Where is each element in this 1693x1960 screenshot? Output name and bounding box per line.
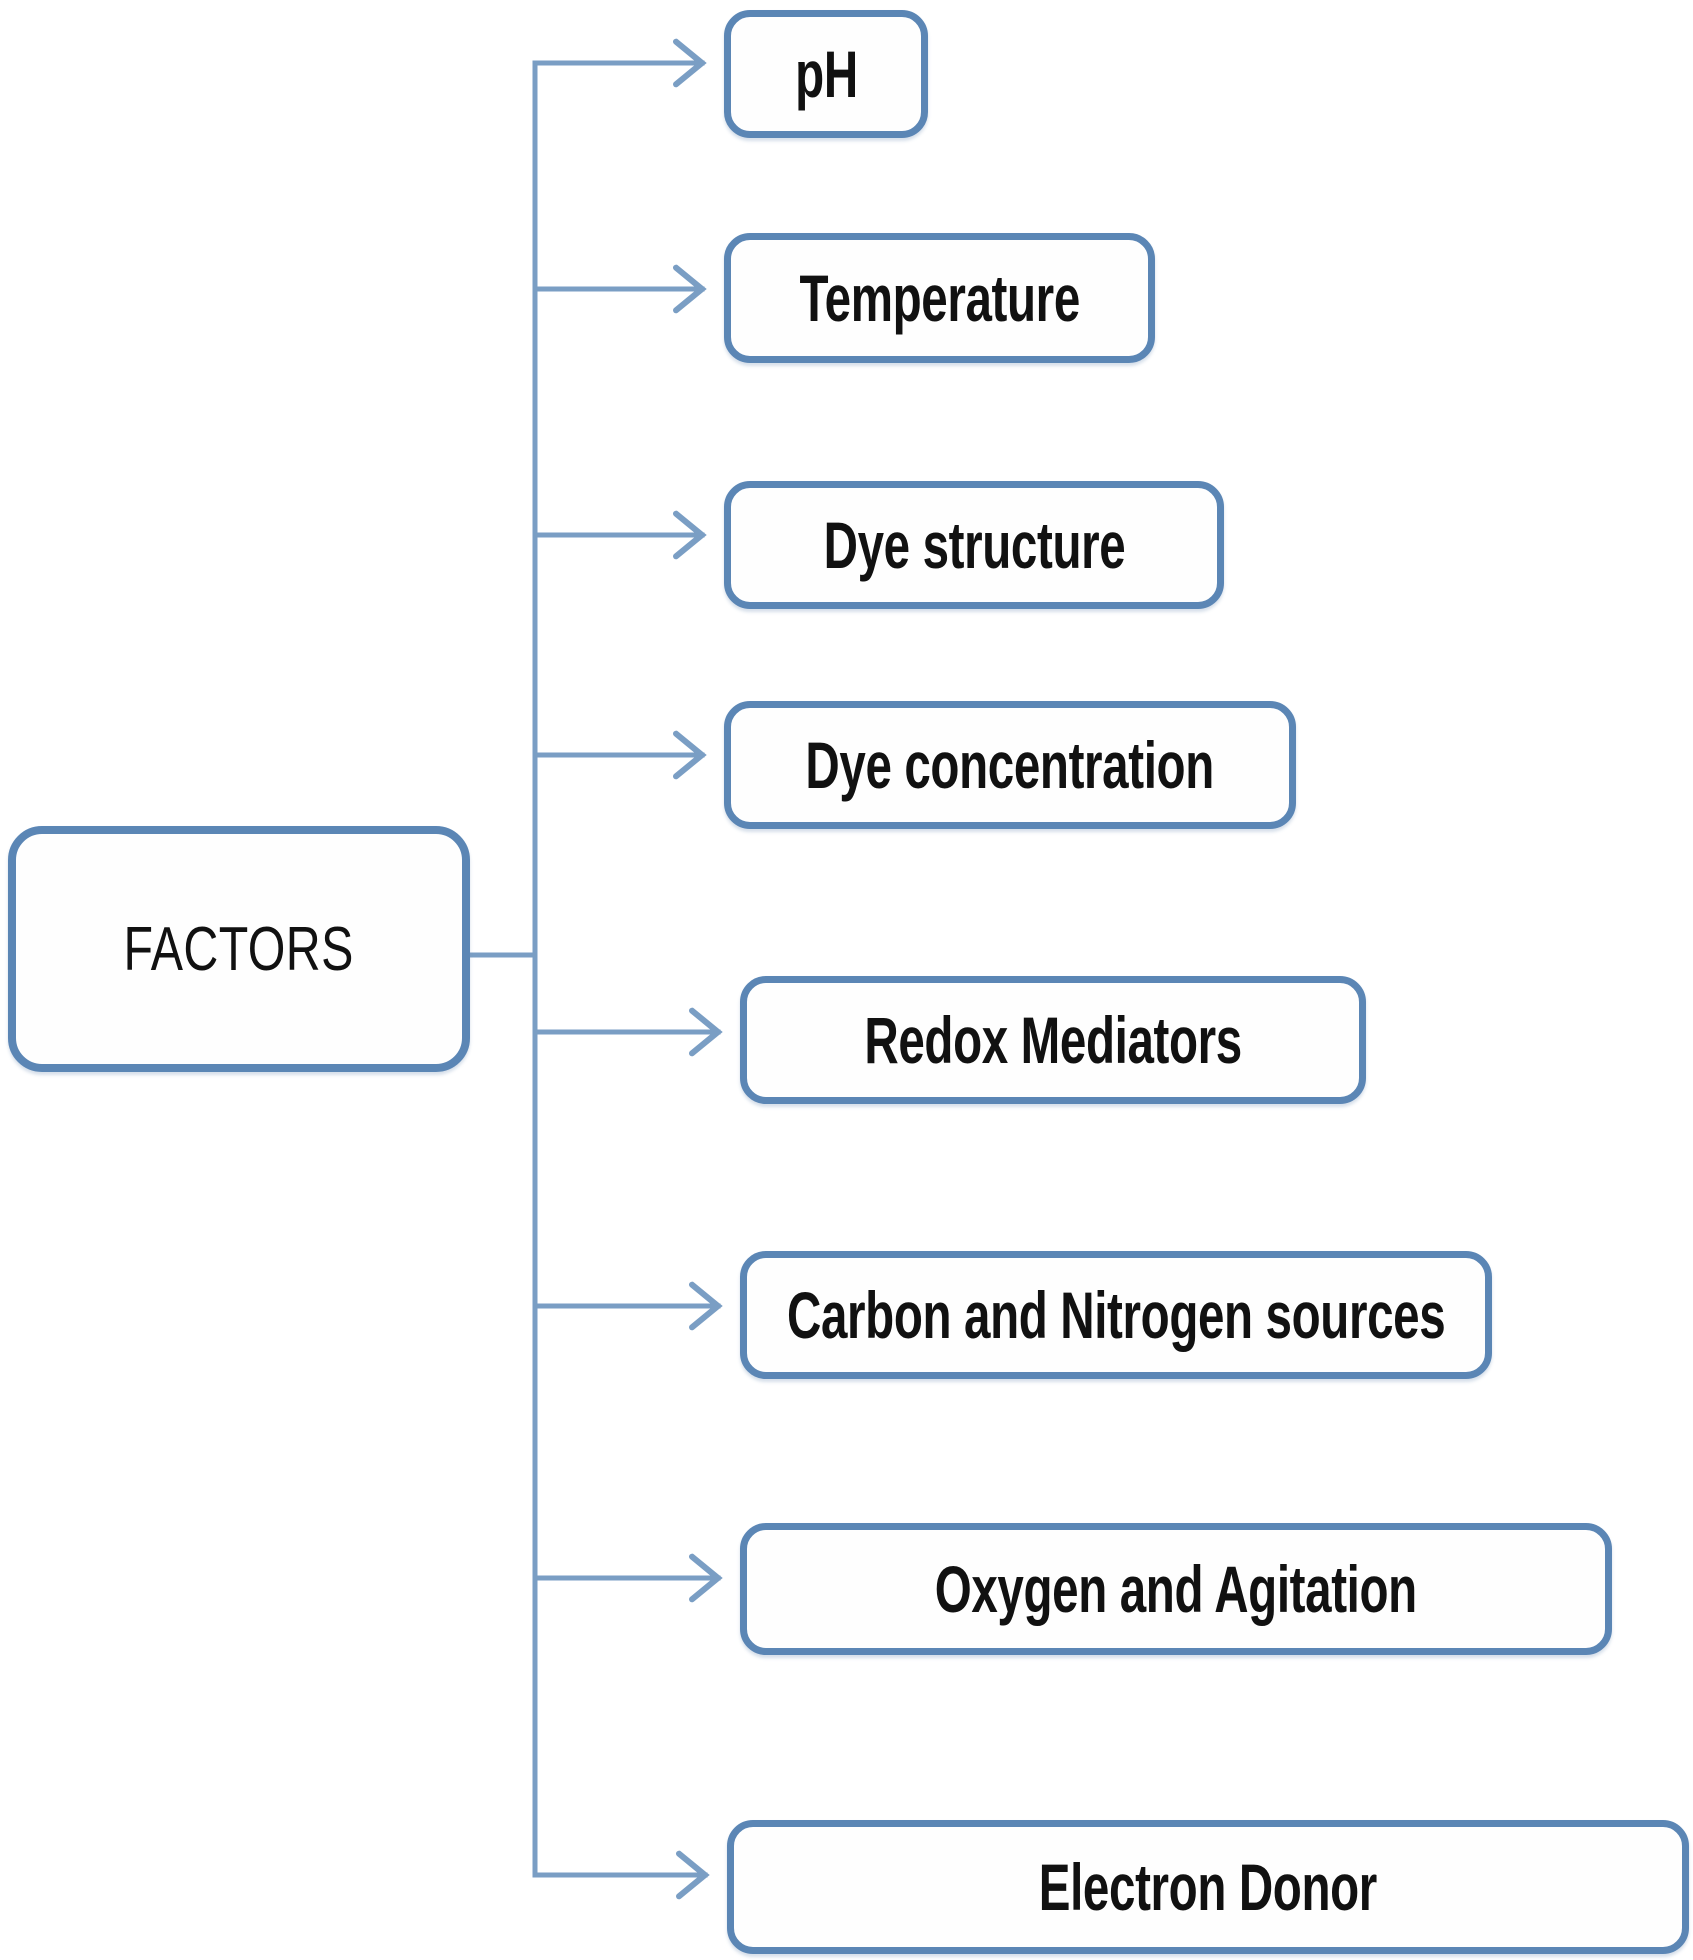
branch-node-label: pH — [794, 37, 858, 111]
branch-node-redox-mediators[interactable]: Redox Mediators — [740, 976, 1366, 1104]
root-node-factors[interactable]: FACTORS — [8, 826, 470, 1072]
branch-node-label: Carbon and Nitrogen sources — [786, 1278, 1446, 1352]
arrow-head-electron-donor — [676, 1850, 710, 1900]
branch-node-label: Temperature — [799, 261, 1080, 335]
branch-node-temperature[interactable]: Temperature — [724, 233, 1155, 363]
branch-node-label: Electron Donor — [1038, 1850, 1378, 1924]
branch-node-dye-concentration[interactable]: Dye concentration — [724, 701, 1296, 829]
branch-node-label: Dye structure — [823, 508, 1125, 582]
branch-node-carbon-nitrogen-sources[interactable]: Carbon and Nitrogen sources — [740, 1251, 1492, 1379]
branch-node-electron-donor[interactable]: Electron Donor — [727, 1820, 1689, 1954]
branch-node-dye-structure[interactable]: Dye structure — [724, 481, 1224, 609]
arrow-head-redox-mediators — [689, 1007, 723, 1057]
branch-node-label: Redox Mediators — [864, 1003, 1242, 1077]
branch-node-oxygen-agitation[interactable]: Oxygen and Agitation — [740, 1523, 1612, 1655]
branch-node-ph[interactable]: pH — [724, 10, 928, 138]
arrow-head-carbon-nitrogen-sources — [689, 1281, 723, 1331]
arrow-head-dye-concentration — [673, 730, 707, 780]
arrow-head-oxygen-agitation — [689, 1553, 723, 1603]
arrow-head-dye-structure — [673, 510, 707, 560]
branch-node-label: Oxygen and Agitation — [934, 1552, 1418, 1626]
branch-node-label: Dye concentration — [805, 728, 1215, 802]
root-node-label: FACTORS — [123, 914, 355, 984]
arrow-head-temperature — [673, 264, 707, 314]
arrow-head-ph — [673, 38, 707, 88]
